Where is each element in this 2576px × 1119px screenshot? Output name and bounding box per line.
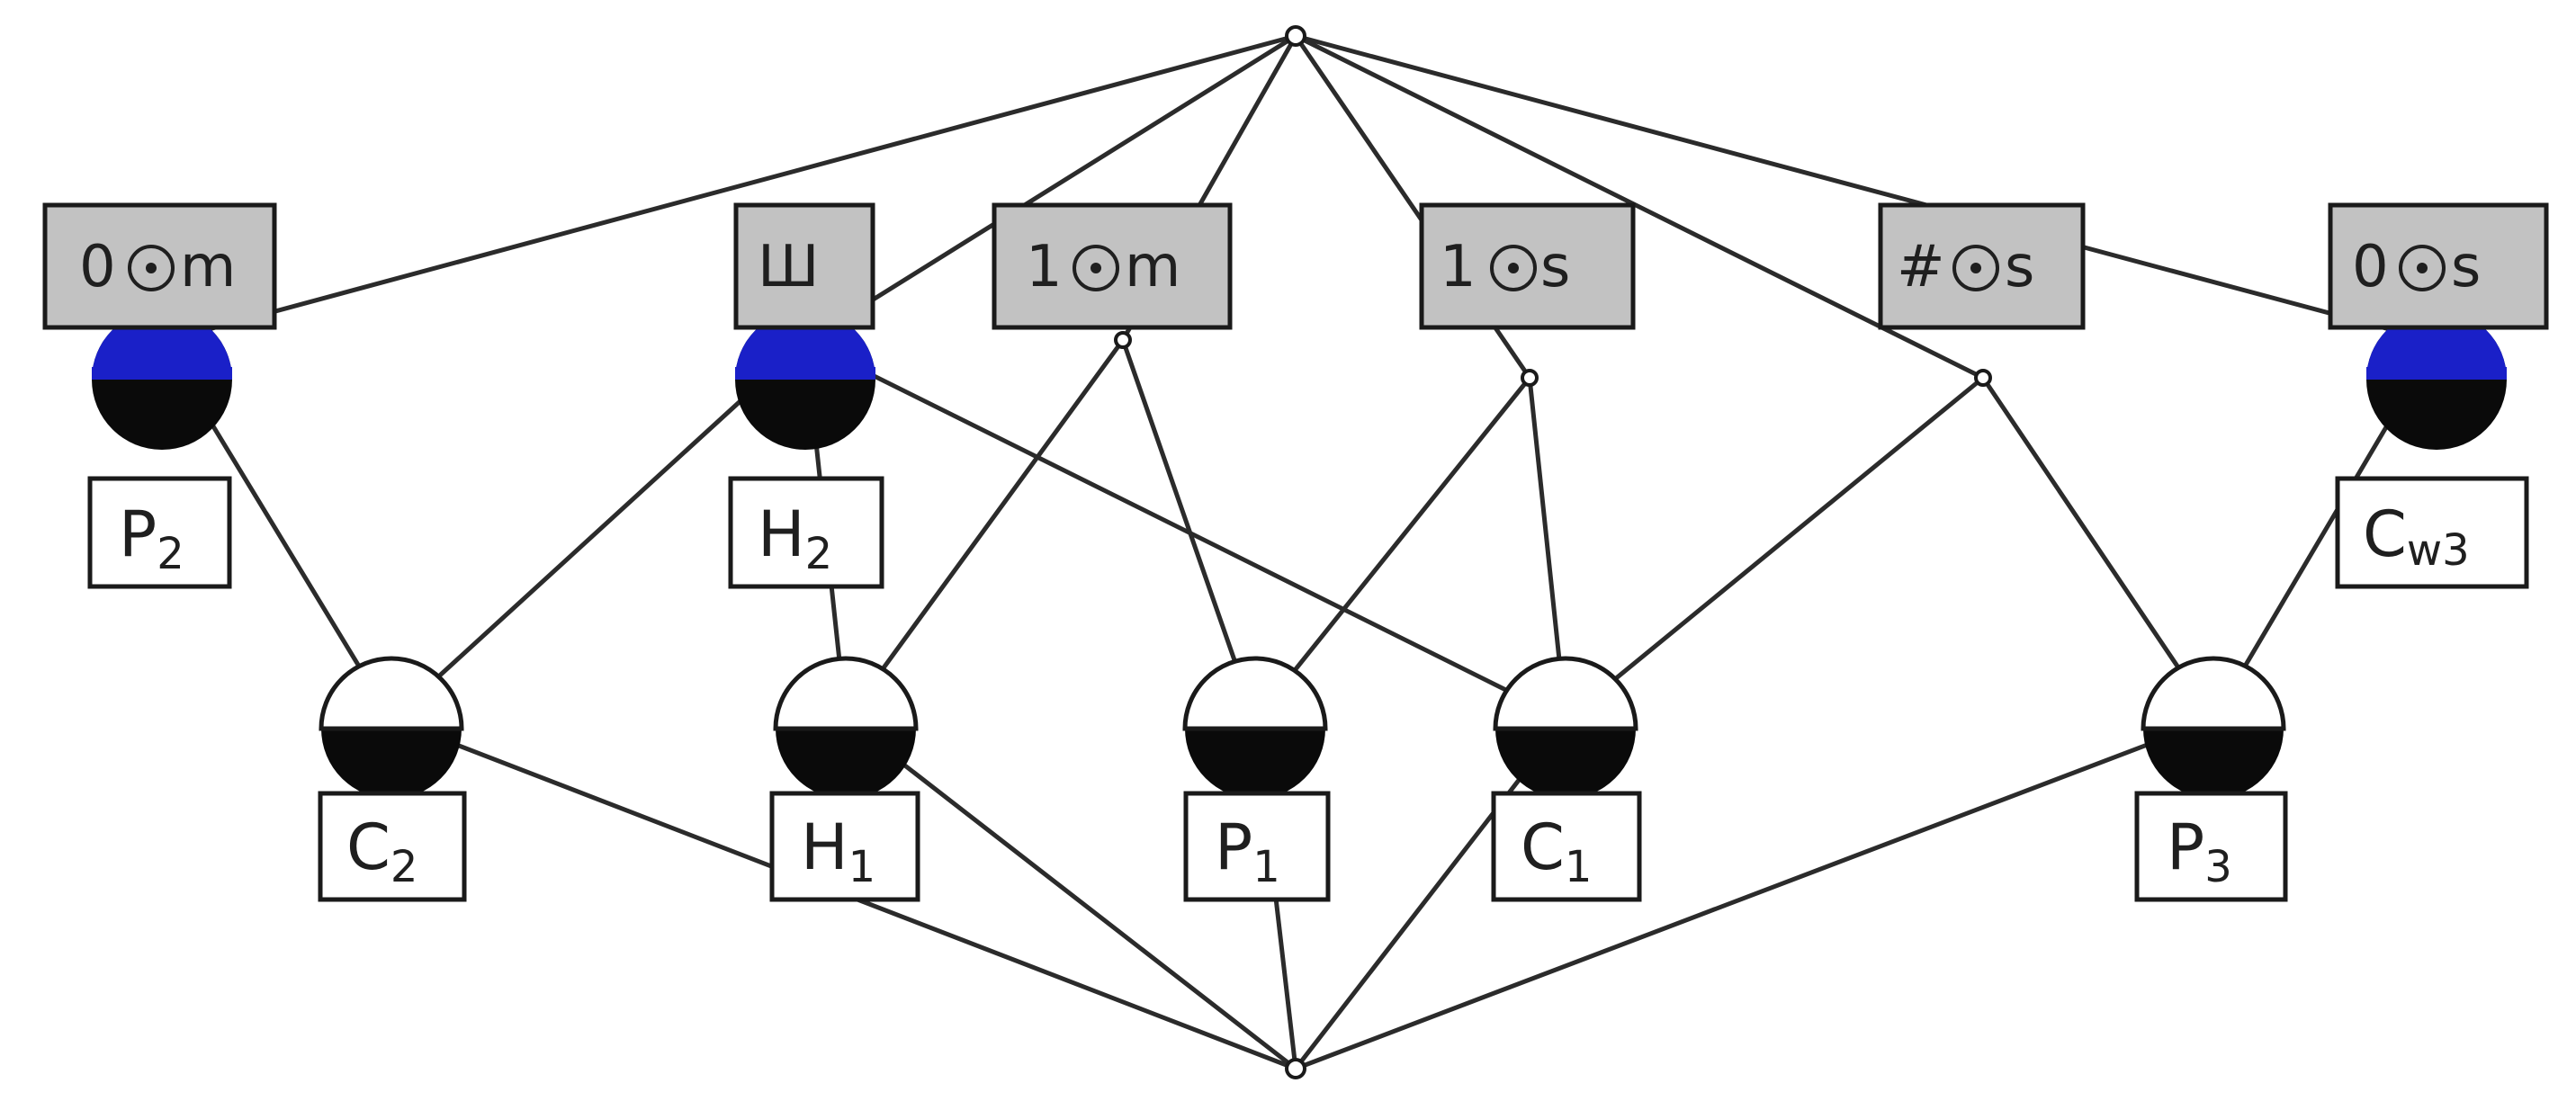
object-label-p3: P3 <box>2134 791 2288 902</box>
edge-n-iu-n-c2 <box>390 340 807 721</box>
attribute-label-0m: 0 m <box>42 202 277 330</box>
edge-n-1m-n-p1 <box>1120 339 1258 721</box>
object-label-h2: H2 <box>728 476 884 589</box>
circled-dot-icon <box>1490 245 1537 291</box>
attribute-label-1m: 1 m <box>992 202 1233 330</box>
svg-text:H2: H2 <box>758 497 832 579</box>
attribute-label-0s-post: s <box>2451 234 2481 300</box>
attribute-label-1s-pre: 1 <box>1440 234 1476 300</box>
concept-node-p1 <box>1182 656 1328 799</box>
svg-text:C2: C2 <box>346 810 417 892</box>
concept-node-h1 <box>773 656 919 799</box>
object-label-h1-sub: 1 <box>848 842 876 892</box>
attribute-label-iu: Ш <box>733 202 875 330</box>
svg-text:C1: C1 <box>1521 810 1592 892</box>
concept-node-0m <box>92 309 232 450</box>
circled-dot-icon <box>1952 245 1999 291</box>
object-label-c2: C2 <box>318 791 467 902</box>
object-label-cw3-base: C <box>2363 497 2407 571</box>
object-label-c2-base: C <box>346 810 390 884</box>
object-concept-nodes <box>319 656 2286 799</box>
edge-n-p3-bottom <box>1295 717 2214 1071</box>
object-label-p3-base: P <box>2167 810 2204 884</box>
svg-text:Cw3: Cw3 <box>2363 497 2470 576</box>
object-label-p2-sub: 2 <box>157 529 184 579</box>
attribute-label-1s-post: s <box>1540 234 1570 300</box>
edge-top-n-hs <box>1294 33 1985 380</box>
object-label-c1-sub: 1 <box>1565 842 1593 892</box>
attribute-label-0s-pre: 0 <box>2352 234 2389 300</box>
edge-n-h1-bottom <box>844 718 1297 1070</box>
svg-text:H1: H1 <box>801 810 875 892</box>
lattice-edges <box>159 33 2439 1071</box>
svg-text:P2: P2 <box>119 497 184 579</box>
attribute-label-hs-post: s <box>2005 234 2034 300</box>
object-label-cw3: Cw3 <box>2335 476 2529 589</box>
object-label-p3-sub: 3 <box>2204 842 2232 892</box>
node-hs <box>1974 369 1992 387</box>
top-node <box>1285 25 1306 47</box>
object-label-h2-base: H <box>758 497 805 571</box>
edge-n-hs-n-p3 <box>1980 376 2216 721</box>
attribute-label-0m-pre: 0 <box>79 234 116 300</box>
circled-dot-icon <box>128 245 175 291</box>
attribute-label-iu-pre: Ш <box>758 234 819 300</box>
node-1s <box>1521 369 1539 387</box>
concept-node-c2 <box>319 656 464 799</box>
object-label-p2: P2 <box>87 476 232 589</box>
attribute-label-hs: # s <box>1878 202 2086 330</box>
object-label-p2-base: P <box>119 497 157 571</box>
concept-node-c1 <box>1493 656 1638 799</box>
svg-text:P3: P3 <box>2167 810 2232 892</box>
object-labels: P2 H2 Cw3 C2 H1 P1 C1 P3 <box>87 476 2529 902</box>
attribute-label-0m-post: m <box>180 234 236 300</box>
attribute-label-1m-post: m <box>1125 234 1180 300</box>
concept-node-iu <box>735 309 875 450</box>
attribute-concept-nodes <box>92 309 2507 450</box>
small-nodes <box>1114 25 1992 1079</box>
node-1m <box>1114 331 1132 349</box>
edge-n-iu-n-c1 <box>803 339 1567 722</box>
attribute-labels: 0 m Ш 1 m 1 s # s <box>42 202 2549 330</box>
circled-dot-icon <box>2399 245 2446 291</box>
edge-n-1m-n-h1 <box>843 338 1126 721</box>
concept-node-0s <box>2366 309 2507 450</box>
edge-top-n-0s <box>1295 33 2437 345</box>
edge-top-n-0m <box>161 33 1297 345</box>
attribute-label-1s: 1 s <box>1419 202 1636 330</box>
attribute-label-1m-pre: 1 <box>1026 234 1063 300</box>
object-label-p1-base: P <box>1215 810 1252 884</box>
object-label-cw3-sub: w3 <box>2407 525 2470 576</box>
object-label-p1: P1 <box>1183 791 1331 902</box>
object-label-c1: C1 <box>1491 791 1642 902</box>
edge-n-hs-n-c1 <box>1564 376 1985 721</box>
object-label-c1-base: C <box>1521 810 1565 884</box>
attribute-label-hs-pre: # <box>1897 234 1945 300</box>
bottom-node <box>1285 1058 1306 1079</box>
object-label-c2-sub: 2 <box>390 842 418 892</box>
svg-text:P1: P1 <box>1215 810 1280 892</box>
object-label-h2-sub: 2 <box>805 529 833 579</box>
attribute-label-0s: 0 s <box>2328 202 2549 330</box>
circled-dot-icon <box>1073 245 1119 291</box>
edge-top-n-iu <box>803 33 1297 345</box>
concept-node-p3 <box>2141 656 2286 799</box>
edge-n-1s-n-p1 <box>1253 376 1531 721</box>
object-label-h1: H1 <box>769 791 920 902</box>
object-label-h1-base: H <box>801 810 848 884</box>
object-label-p1-sub: 1 <box>1252 842 1280 892</box>
